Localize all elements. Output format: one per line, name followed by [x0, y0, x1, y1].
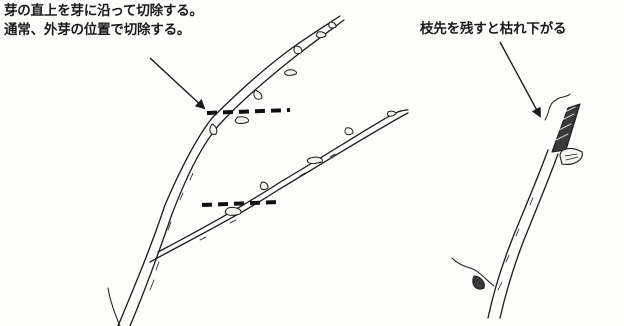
- bud: [328, 21, 337, 29]
- left-branch-drawing: [107, 15, 409, 326]
- caption-cut-at-outer-bud: 通常、外芽の位置で切除する。: [4, 22, 191, 38]
- right-lower-bud: [472, 275, 485, 290]
- bud: [284, 69, 297, 76]
- bark-hatch: [199, 153, 336, 241]
- bud: [234, 116, 249, 124]
- caption-dieback-warning: 枝先を残すと枯れ下がる: [420, 21, 567, 37]
- bark-hatch: [149, 172, 194, 291]
- right-stem-left-edge: [487, 149, 549, 319]
- pointer-arrow-left: [149, 57, 206, 110]
- bark-hatch: [497, 197, 534, 291]
- side-branch-upper-edge: [157, 109, 409, 253]
- bud: [293, 45, 303, 55]
- main-trunk-right-edge: [129, 19, 345, 326]
- right-lower-twig: [451, 257, 495, 287]
- right-stem-right-edge: [499, 153, 559, 319]
- side-branch-lower-edge: [149, 112, 409, 263]
- dead-stub: [551, 103, 581, 153]
- pointer-arrow-right: [499, 41, 541, 118]
- bud: [224, 207, 242, 216]
- bud: [259, 181, 269, 191]
- cut-line-upper: [206, 108, 291, 115]
- bud-detail: [564, 153, 579, 161]
- bud: [315, 31, 327, 39]
- bud: [209, 123, 218, 135]
- cut-line-lower: [201, 200, 279, 207]
- right-branch-drawing: [451, 93, 583, 319]
- twig-lower: [107, 287, 121, 326]
- bud: [344, 127, 354, 136]
- bud: [306, 156, 323, 164]
- broken-twig: [544, 93, 571, 121]
- bud: [559, 147, 583, 165]
- caption-cut-above-bud: 芽の直上を芽に沿って切除する。: [4, 3, 203, 19]
- bud: [387, 110, 397, 117]
- main-trunk-left-edge: [117, 15, 341, 326]
- bud: [253, 89, 263, 100]
- dead-stub-hatch: [555, 106, 576, 141]
